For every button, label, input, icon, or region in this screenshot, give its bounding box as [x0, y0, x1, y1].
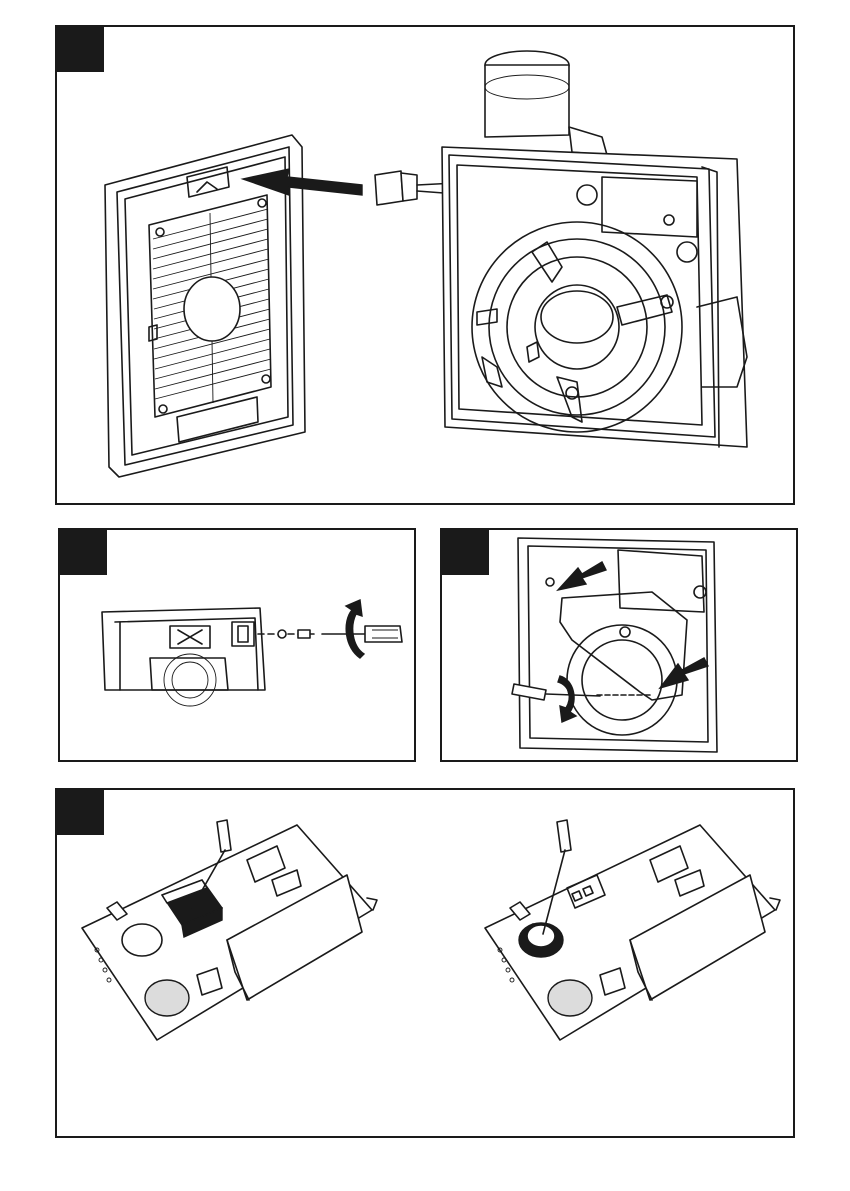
- panel-step-2: [58, 528, 416, 762]
- circuit-board-adjustment-illustration: [57, 790, 797, 1140]
- circuit-board-left: [82, 820, 377, 1040]
- circuit-board-right: [485, 820, 780, 1040]
- screwdriver-icon: [322, 626, 402, 642]
- panel-step-4: [55, 788, 795, 1138]
- panel-step-1: [55, 25, 795, 505]
- rotate-arrow-icon: [346, 600, 364, 658]
- potentiometer-icon: [519, 923, 563, 957]
- control-board-cover-illustration: [442, 530, 800, 764]
- screw-removal-illustration: [60, 530, 418, 764]
- front-grille-and-housing-illustration: [57, 27, 797, 507]
- fan-housing: [442, 51, 747, 447]
- panel-step-3: [440, 528, 798, 762]
